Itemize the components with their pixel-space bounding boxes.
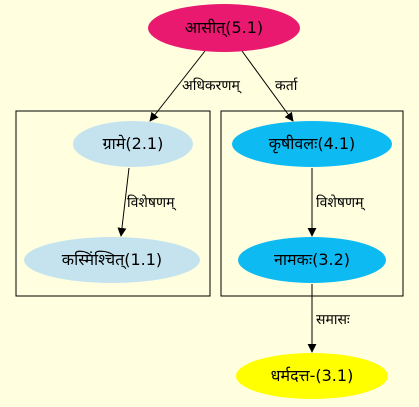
node-root[interactable]: आसीत्(5.1) xyxy=(148,4,300,52)
edge-label-visheshanam-right: विशेषणम् xyxy=(316,194,366,211)
edge-label-visheshanam-left: विशेषणम् xyxy=(127,194,177,211)
edge-label-karta: कर्ता xyxy=(275,77,298,94)
node-namakah-label: नामकः(3.2) xyxy=(274,250,350,269)
node-krishivalah[interactable]: कृषीवलः(4.1) xyxy=(232,121,392,167)
edge-grame-kasminshchit xyxy=(117,167,130,237)
cluster-left xyxy=(15,110,211,297)
node-dharmadatta[interactable]: धर्मदत्त-(3.1) xyxy=(236,353,388,399)
node-krishivalah-label: कृषीवलः(4.1) xyxy=(269,134,356,154)
node-grame-label: ग्रामे(2.1) xyxy=(103,134,164,153)
node-root-label: आसीत्(5.1) xyxy=(185,18,263,38)
node-kasminshchit-label: कस्मिंश्चित्(1.1) xyxy=(62,250,162,270)
node-grame[interactable]: ग्रामे(2.1) xyxy=(73,121,193,167)
node-kasminshchit[interactable]: कस्मिंश्चित्(1.1) xyxy=(24,237,200,283)
edge-root-krishivalah xyxy=(241,50,294,122)
node-dharmadatta-label: धर्मदत्त-(3.1) xyxy=(271,366,354,385)
edge-label-adhikaranam: अधिकरणम् xyxy=(182,77,242,94)
node-namakah[interactable]: नामकः(3.2) xyxy=(238,237,386,283)
edge-label-samasah: समासः xyxy=(316,312,351,328)
edge-root-grame xyxy=(149,50,206,122)
